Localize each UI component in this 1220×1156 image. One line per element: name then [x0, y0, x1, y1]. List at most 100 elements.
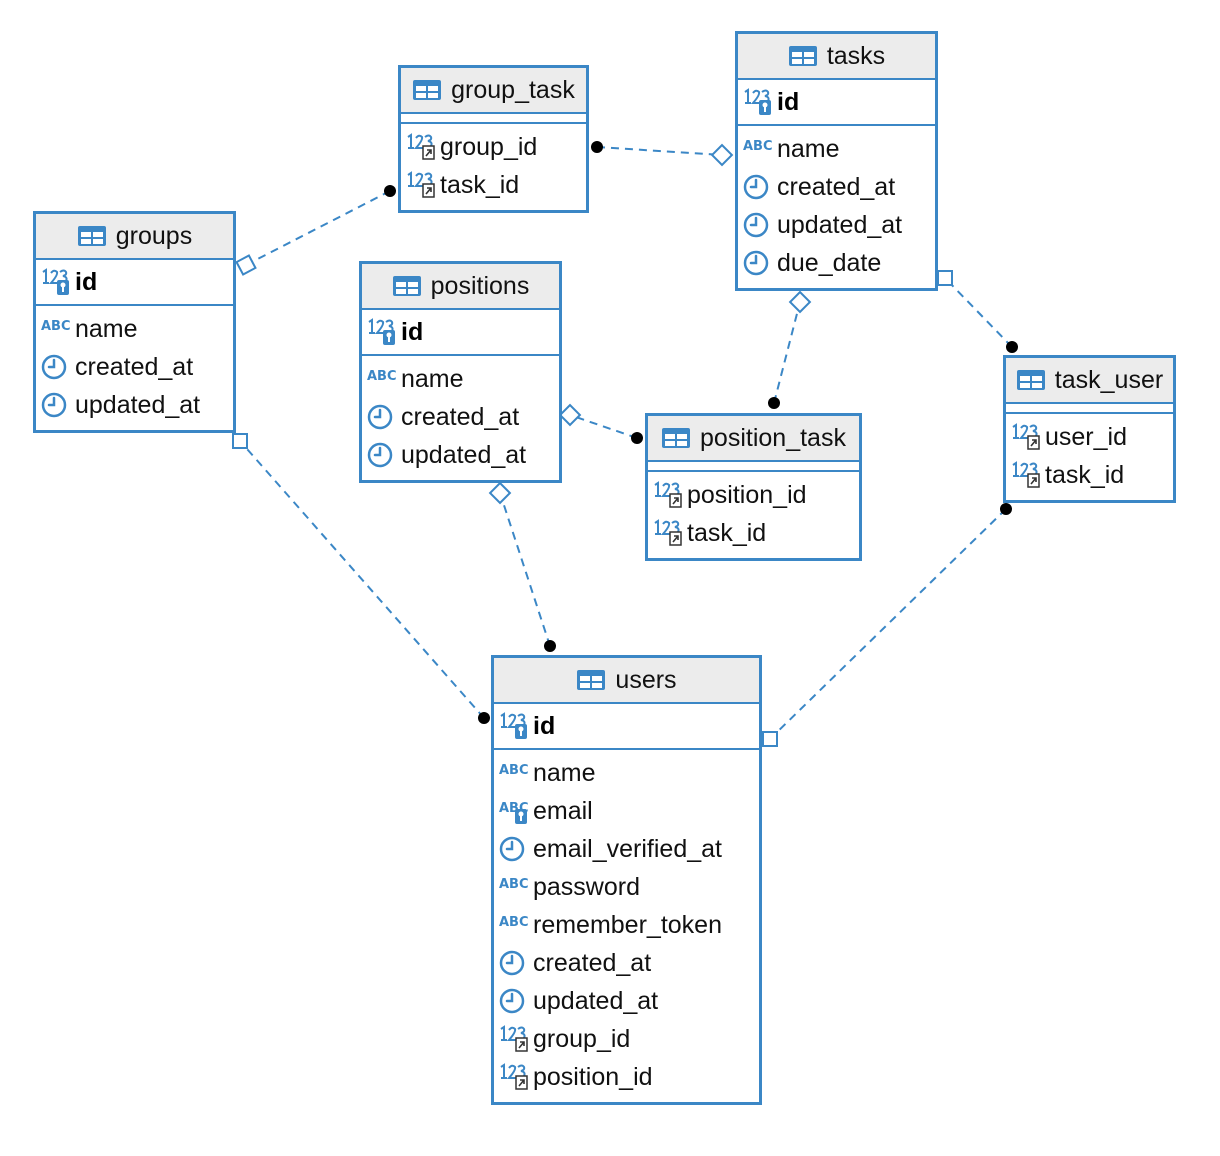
column-name: due_date [777, 248, 882, 277]
one-end-marker [558, 403, 582, 427]
link-group_task-groups [245, 190, 391, 266]
column-name: email [533, 796, 593, 825]
clock-icon [499, 948, 533, 978]
column-name: id [401, 317, 424, 346]
primary-key-row[interactable]: id [738, 80, 935, 126]
table-icon [77, 225, 107, 247]
one-end-marker [710, 143, 734, 167]
column-name: id [777, 87, 800, 116]
table-icon [1016, 369, 1046, 391]
svg-text:ABC: ABC [499, 877, 529, 892]
column-row[interactable]: email_verified_at [494, 830, 759, 868]
column-row[interactable]: updated_at [494, 982, 759, 1020]
column-row[interactable]: group_id [401, 128, 586, 166]
table-icon [576, 669, 606, 691]
column-row[interactable]: task_id [401, 166, 586, 204]
entity-title: position_task [700, 423, 846, 452]
entity-title: users [615, 665, 677, 694]
numeric-fk-icon [1011, 422, 1045, 452]
column-row[interactable]: updated_at [36, 386, 233, 424]
column-name: remember_token [533, 910, 722, 939]
no-primary-key-divider [1006, 404, 1173, 414]
svg-text:ABC: ABC [41, 319, 71, 334]
numeric-fk-icon [406, 132, 440, 162]
entity-header: users [494, 658, 759, 704]
column-row[interactable]: position_id [494, 1058, 759, 1096]
text-icon: ABC [499, 910, 533, 940]
column-row[interactable]: position_id [648, 476, 859, 514]
column-name: position_id [533, 1062, 653, 1091]
column-name: task_id [687, 518, 767, 547]
link-position_task-tasks [773, 301, 801, 404]
column-row[interactable]: updated_at [738, 206, 935, 244]
entity-position-task[interactable]: position_task position_id task_id [645, 413, 862, 561]
column-row[interactable]: created_at [362, 398, 559, 436]
entity-task-user[interactable]: task_user user_id task_id [1003, 355, 1176, 503]
entity-header: group_task [401, 68, 586, 114]
column-name: created_at [401, 402, 520, 431]
column-name: updated_at [75, 390, 201, 419]
column-row[interactable]: created_at [738, 168, 935, 206]
link-users-groups [239, 440, 485, 719]
column-name: position_id [687, 480, 807, 509]
numeric-key-icon [41, 267, 75, 297]
link-group_task-tasks [596, 146, 723, 156]
column-name: id [533, 711, 556, 740]
numeric-fk-icon [499, 1024, 533, 1054]
text-icon: ABC [41, 314, 75, 344]
svg-text:ABC: ABC [499, 763, 529, 778]
column-row[interactable]: user_id [1006, 418, 1173, 456]
column-row[interactable]: created_at [36, 348, 233, 386]
one-end-marker [232, 433, 248, 449]
one-end-marker [937, 270, 953, 286]
svg-text:ABC: ABC [499, 915, 529, 930]
column-row[interactable]: updated_at [362, 436, 559, 474]
column-row[interactable]: ABC remember_token [494, 906, 759, 944]
clock-icon [367, 440, 401, 470]
table-icon [412, 79, 442, 101]
column-row[interactable]: group_id [494, 1020, 759, 1058]
numeric-fk-icon [406, 170, 440, 200]
numeric-key-icon [367, 317, 401, 347]
no-primary-key-divider [401, 114, 586, 124]
entity-group-task[interactable]: group_task group_id task_id [398, 65, 589, 213]
primary-key-row[interactable]: id [36, 260, 233, 306]
column-row[interactable]: due_date [738, 244, 935, 282]
text-key-icon: ABC [499, 796, 533, 826]
column-name: email_verified_at [533, 834, 722, 863]
numeric-key-icon [743, 87, 777, 117]
entity-header: position_task [648, 416, 859, 462]
entity-header: task_user [1006, 358, 1173, 404]
svg-text:ABC: ABC [367, 369, 397, 384]
column-row[interactable]: task_id [648, 514, 859, 552]
many-end-marker [591, 141, 603, 153]
numeric-fk-icon [499, 1062, 533, 1092]
one-end-marker [788, 290, 812, 314]
primary-key-row[interactable]: id [362, 310, 559, 356]
column-row[interactable]: task_id [1006, 456, 1173, 494]
entity-header: positions [362, 264, 559, 310]
column-name: name [533, 758, 596, 787]
clock-icon [499, 986, 533, 1016]
column-row[interactable]: ABC name [494, 754, 759, 792]
many-end-marker [768, 397, 780, 409]
entity-title: tasks [826, 41, 886, 70]
one-end-marker [235, 254, 257, 276]
text-icon: ABC [499, 872, 533, 902]
primary-key-row[interactable]: id [494, 704, 759, 750]
text-icon: ABC [367, 364, 401, 394]
column-name: task_id [1045, 460, 1125, 489]
many-end-marker [1000, 503, 1012, 515]
entity-title: positions [430, 271, 530, 300]
column-row[interactable]: created_at [494, 944, 759, 982]
column-name: updated_at [401, 440, 527, 469]
